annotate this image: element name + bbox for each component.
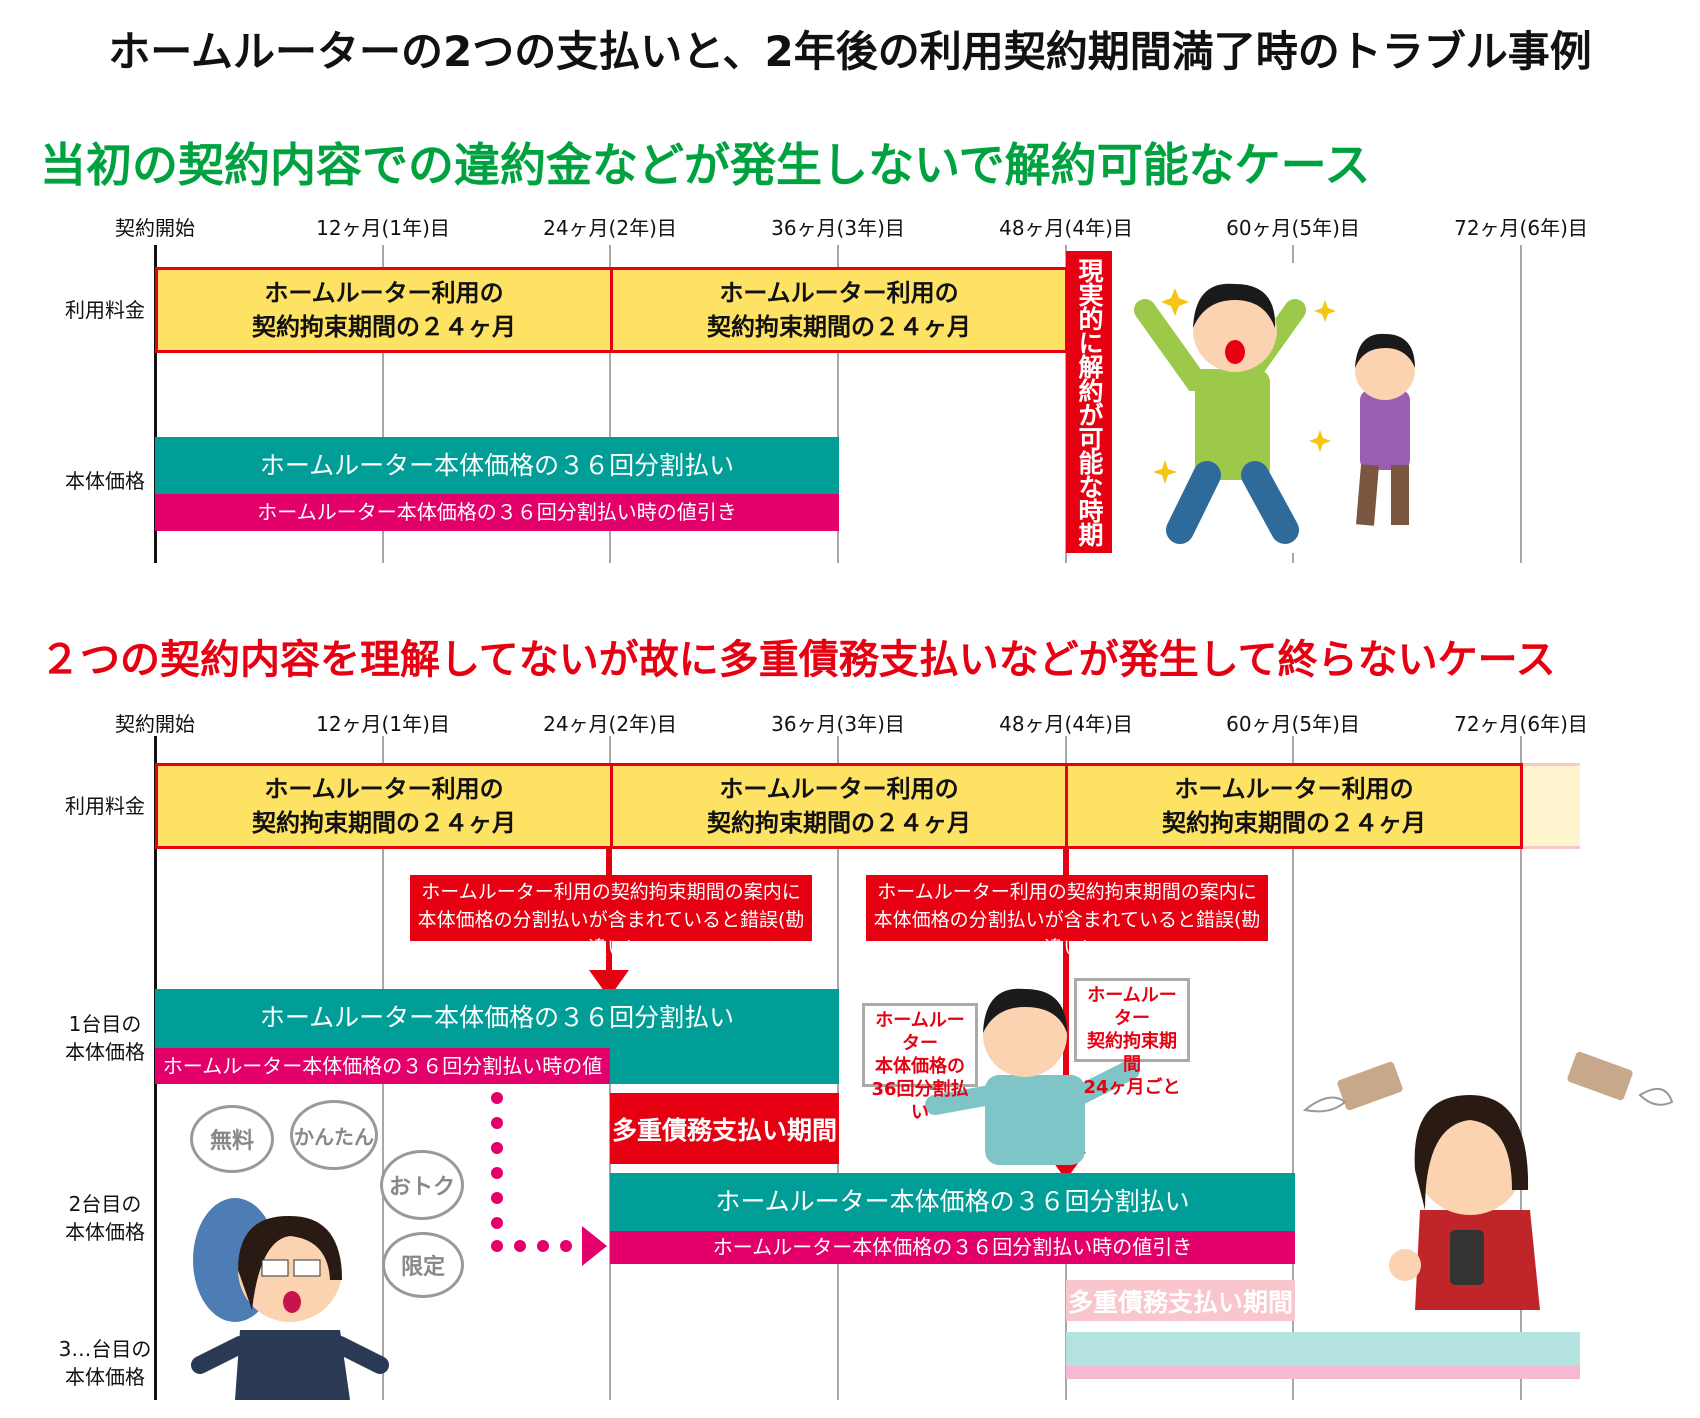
- tick-label: 契約開始: [115, 712, 195, 736]
- misunderstanding-note: ホームルーター利用の契約拘束期間の案内に本体価格の分割払いが含まれていると錯誤(…: [410, 875, 812, 959]
- arrow-shaft: [1063, 849, 1069, 1159]
- device3-discount-bar: [1066, 1366, 1580, 1379]
- sign-text: 24ヶ月ごと: [1083, 1077, 1181, 1098]
- worried-woman-illustration: [1302, 1051, 1674, 1310]
- row-label-device1: 1台目の本体価格: [50, 1010, 160, 1066]
- tick-label: 48ヶ月(4年)目: [999, 216, 1133, 240]
- case1-heading: 当初の契約内容での違約金などが発生しないで解約可能なケース: [40, 138, 1371, 192]
- page-title: ホームルーターの2つの支払いと、2年後の利用契約期間満了時のトラブル事例: [108, 27, 1592, 76]
- man-with-signs-illustration: [925, 988, 1140, 1165]
- bar-text: ホームルーター利用の: [264, 279, 504, 307]
- usage-contract-period-bar: ホームルーター利用の契約拘束期間の２４ヶ月: [1065, 763, 1523, 849]
- multi-debt-period-next: 多重債務支払い期間: [1066, 1280, 1295, 1321]
- bar-text: 契約拘束期間の２４ヶ月: [252, 313, 516, 341]
- usage-bar-continuation: [1523, 763, 1580, 849]
- row-label-device3: 3…台目の本体価格: [50, 1335, 160, 1391]
- dotted-arrow-connector: [491, 1092, 607, 1266]
- tick-label: 36ヶ月(3年)目: [771, 712, 905, 736]
- tick-label: 60ヶ月(5年)目: [1226, 216, 1360, 240]
- grid-line: [1292, 553, 1294, 563]
- case2-heading: ２つの契約内容を理解してないが故に多重債務支払いなどが発生して終らないケース: [40, 637, 1556, 683]
- device2-discount-bar: ホームルーター本体価格の３６回分割払い時の値引き: [610, 1231, 1295, 1264]
- bar-text: ホームルーター利用の: [1174, 775, 1414, 803]
- speech-bubble: 限定: [382, 1232, 464, 1298]
- usage-contract-period-bar: ホームルーター利用の契約拘束期間の２４ヶ月: [610, 267, 1068, 353]
- flying-money-icon: [1337, 1051, 1633, 1111]
- tick-label: 60ヶ月(5年)目: [1226, 712, 1360, 736]
- grid-line: [1520, 245, 1522, 563]
- sparkle-icon: [1153, 288, 1336, 484]
- grid-line: [837, 245, 839, 563]
- grid-line: [1292, 736, 1294, 1400]
- device1-discount-bar: ホームルーター本体価格の３６回分割払い時の値引き: [155, 1048, 610, 1114]
- axis-line: [154, 245, 157, 563]
- usage-contract-period-bar: ホームルーター利用の契約拘束期間の２４ヶ月: [155, 267, 613, 353]
- note-text: 本体価格の分割払いが含まれていると錯誤(勘違い): [417, 909, 805, 959]
- bar-text: 契約拘束期間の２４ヶ月: [252, 809, 516, 837]
- bar-text: ホームルーター利用の: [264, 775, 504, 803]
- bar-text: 契約拘束期間の２４ヶ月: [1162, 809, 1426, 837]
- speech-bubble: かんたん: [290, 1100, 378, 1170]
- grid-line: [1520, 736, 1522, 1400]
- happy-man-illustration: [1134, 283, 1415, 544]
- note-text: ホームルーター利用の契約拘束期間の案内に: [877, 881, 1257, 903]
- arrow-down-icon: [589, 970, 629, 998]
- tick-label: 12ヶ月(1年)目: [316, 216, 450, 240]
- label-line: 本体価格: [65, 1220, 145, 1244]
- tick-label: 48ヶ月(4年)目: [999, 712, 1133, 736]
- note-text: 本体価格の分割払いが含まれていると錯誤(勘違い): [873, 909, 1261, 959]
- sign-text: 契約拘束期間: [1087, 1031, 1177, 1075]
- tick-label: 72ヶ月(6年)目: [1454, 216, 1588, 240]
- discount-bar: ホームルーター本体価格の３６回分割払い時の値引き: [155, 494, 839, 531]
- speech-bubble: おトク: [380, 1150, 464, 1220]
- label-line: 1台目の: [68, 1012, 142, 1036]
- label-line: 本体価格: [65, 1365, 145, 1389]
- grid-line: [609, 245, 611, 563]
- bar-text: ホームルーター利用の: [719, 775, 959, 803]
- grid-line: [1292, 245, 1294, 263]
- saleswoman-illustration: [191, 1198, 389, 1400]
- device2-installment-bar: ホームルーター本体価格の３６回分割払い: [610, 1173, 1295, 1231]
- bar-text: 契約拘束期間の２４ヶ月: [707, 313, 971, 341]
- row-label-device-price: 本体価格: [65, 469, 145, 493]
- tick-label: 24ヶ月(2年)目: [543, 712, 677, 736]
- label-line: 本体価格: [65, 1040, 145, 1064]
- speech-bubble: 無料: [190, 1105, 274, 1173]
- multi-debt-period: 多重債務支払い期間: [610, 1093, 839, 1164]
- row-label-device2: 2台目の本体価格: [50, 1190, 160, 1246]
- sign-text: 36回分割払い: [871, 1079, 969, 1123]
- installment-bar: ホームルーター本体価格の３６回分割払い: [155, 437, 839, 494]
- row-label-usage-fee: 利用料金: [65, 298, 145, 322]
- tick-label: 24ヶ月(2年)目: [543, 216, 677, 240]
- tick-label: 契約開始: [115, 216, 195, 240]
- tick-label: 36ヶ月(3年)目: [771, 216, 905, 240]
- sign-text: ホームルーター: [875, 1010, 965, 1054]
- sign-text: 本体価格の: [875, 1056, 965, 1077]
- label-line: 2台目の: [68, 1192, 142, 1216]
- note-text: ホームルーター利用の契約拘束期間の案内に: [421, 881, 801, 903]
- tick-label: 72ヶ月(6年)目: [1454, 712, 1588, 736]
- tick-label: 12ヶ月(1年)目: [316, 712, 450, 736]
- cancel-window-label: 現実的に解約が可能な時期: [1066, 251, 1112, 553]
- row-label-usage-fee: 利用料金: [65, 794, 145, 818]
- bar-text: 契約拘束期間の２４ヶ月: [707, 809, 971, 837]
- usage-contract-period-bar: ホームルーター利用の契約拘束期間の２４ヶ月: [155, 763, 613, 849]
- bar-text: ホームルーター利用の: [719, 279, 959, 307]
- device3-installment-bar: [1066, 1332, 1580, 1366]
- usage-contract-period-bar: ホームルーター利用の契約拘束期間の２４ヶ月: [610, 763, 1068, 849]
- misunderstanding-note: ホームルーター利用の契約拘束期間の案内に本体価格の分割払いが含まれていると錯誤(…: [866, 875, 1268, 959]
- sign-text: ホームルーター: [1087, 985, 1177, 1029]
- grid-line: [382, 245, 384, 563]
- label-line: 3…台目の: [58, 1337, 152, 1361]
